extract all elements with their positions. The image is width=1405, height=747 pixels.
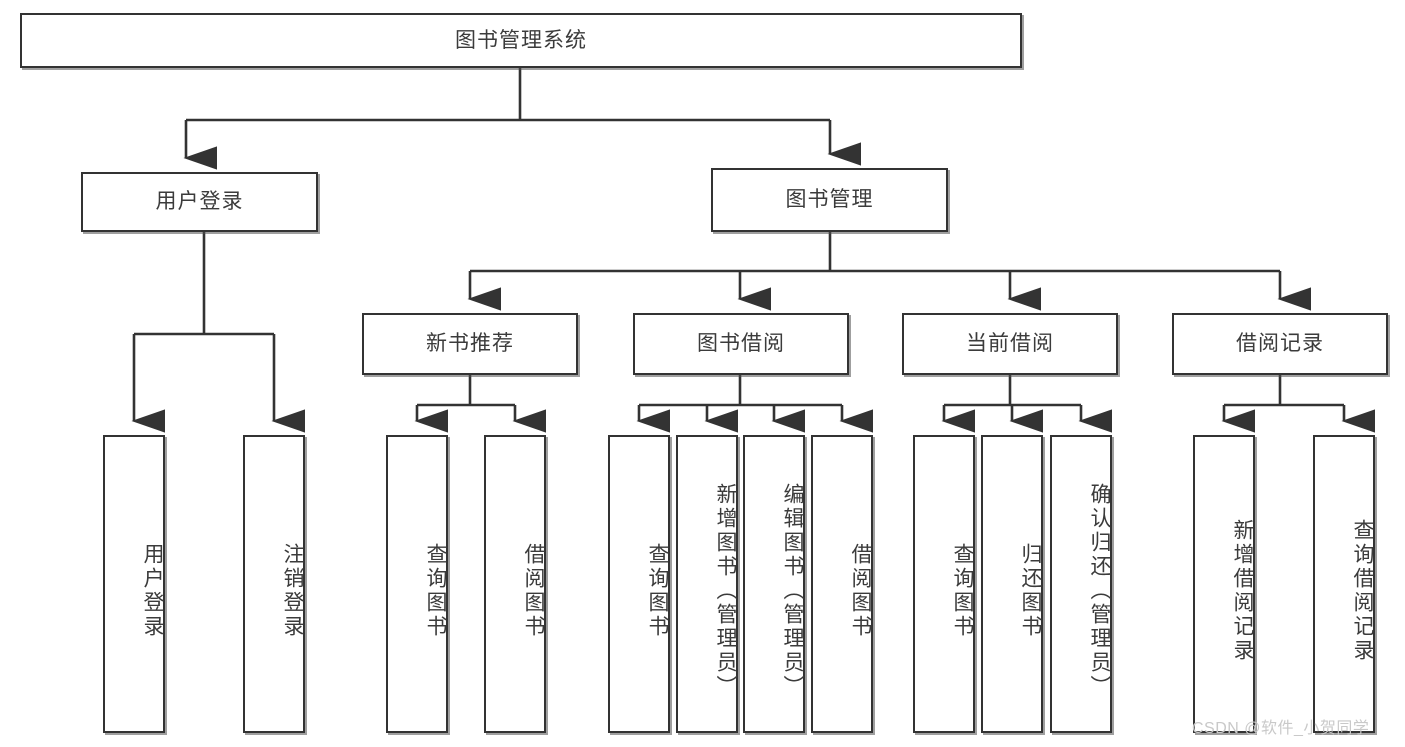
leaf-return-book[interactable]: 归还图书 — [981, 435, 1043, 733]
csdn-watermark: CSDN @软件_小贺同学 — [1192, 720, 1370, 737]
node-current-borrow[interactable]: 当前借阅 — [902, 313, 1118, 375]
node-book-manage[interactable]: 图书管理 — [711, 168, 948, 232]
leaf-add-record[interactable]: 新增借阅记录 — [1193, 435, 1255, 733]
node-user-login[interactable]: 用户登录 — [81, 172, 318, 232]
leaf-query-book-2[interactable]: 查询图书 — [608, 435, 670, 733]
node-new-book-rec[interactable]: 新书推荐 — [362, 313, 578, 375]
leaf-borrow-book-1[interactable]: 借阅图书 — [484, 435, 546, 733]
leaf-query-record[interactable]: 查询借阅记录 — [1313, 435, 1375, 733]
leaf-confirm-return[interactable]: 确认归还（管理员） — [1050, 435, 1112, 733]
leaf-edit-book[interactable]: 编辑图书（管理员） — [743, 435, 805, 733]
leaf-add-book[interactable]: 新增图书（管理员） — [676, 435, 738, 733]
leaf-borrow-book-2[interactable]: 借阅图书 — [811, 435, 873, 733]
leaf-query-book-1[interactable]: 查询图书 — [386, 435, 448, 733]
node-book-borrow[interactable]: 图书借阅 — [633, 313, 849, 375]
leaf-logout[interactable]: 注销登录 — [243, 435, 305, 733]
node-root[interactable]: 图书管理系统 — [20, 13, 1022, 68]
leaf-user-login[interactable]: 用户登录 — [103, 435, 165, 733]
node-borrow-record[interactable]: 借阅记录 — [1172, 313, 1388, 375]
leaf-query-book-3[interactable]: 查询图书 — [913, 435, 975, 733]
